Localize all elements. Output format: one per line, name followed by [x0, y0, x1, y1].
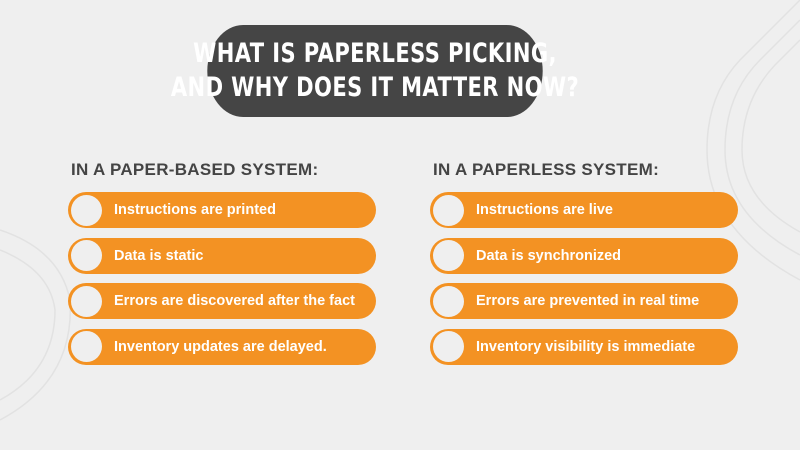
- circle-icon: [71, 194, 102, 226]
- item-label: Instructions are live: [476, 202, 613, 218]
- item-label: Instructions are printed: [114, 202, 276, 218]
- list-item: Errors are discovered after the fact: [68, 283, 376, 319]
- paperless-heading: IN A PAPERLESS SYSTEM:: [433, 160, 660, 179]
- list-item: Data is synchronized: [430, 237, 738, 274]
- paper-based-heading: IN A PAPER-BASED SYSTEM:: [71, 160, 319, 179]
- circle-icon: [71, 240, 102, 271]
- title-line-2: AND WHY DOES IT MATTER NOW?: [170, 72, 580, 103]
- paper-based-column: IN A PAPER-BASED SYSTEM: Instructions ar…: [68, 160, 376, 374]
- list-item: Inventory updates are delayed.: [68, 328, 376, 365]
- item-label: Inventory visibility is immediate: [476, 338, 696, 355]
- circle-icon: [433, 331, 464, 362]
- item-label: Inventory updates are delayed.: [114, 338, 327, 355]
- list-item: Instructions are live: [430, 192, 738, 228]
- circle-icon: [433, 285, 464, 317]
- item-label: Errors are prevented in real time: [476, 293, 700, 309]
- item-label: Data is synchronized: [476, 247, 622, 264]
- list-item: Errors are prevented in real time: [430, 283, 738, 319]
- page-title: WHAT IS PAPERLESS PICKING, AND WHY DOES …: [171, 25, 579, 117]
- circle-icon: [71, 331, 102, 362]
- circle-icon: [433, 240, 464, 271]
- item-label: Errors are discovered after the fact: [114, 293, 355, 309]
- list-item: Data is static: [68, 237, 376, 274]
- circle-icon: [71, 285, 102, 317]
- item-label: Data is static: [114, 247, 204, 264]
- circle-icon: [433, 194, 464, 226]
- paperless-column: IN A PAPERLESS SYSTEM: Instructions are …: [430, 160, 738, 374]
- list-item: Inventory visibility is immediate: [430, 328, 738, 365]
- title-line-1: WHAT IS PAPERLESS PICKING,: [193, 38, 557, 69]
- list-item: Instructions are printed: [68, 192, 376, 228]
